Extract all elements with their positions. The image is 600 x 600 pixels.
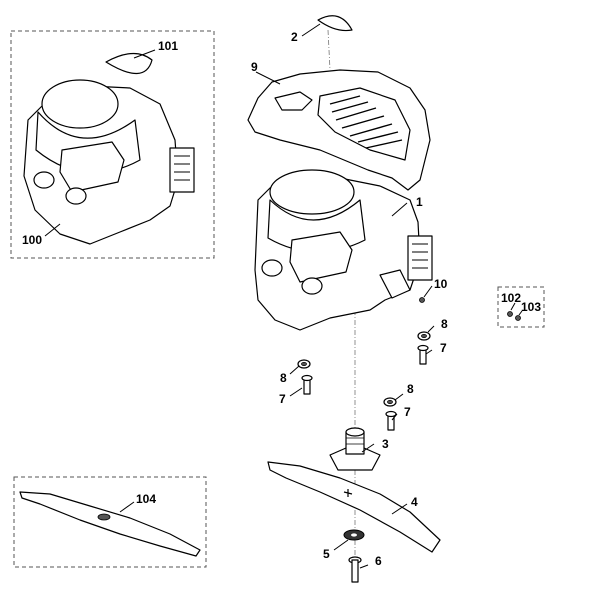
label-part-6: 6 bbox=[375, 554, 382, 568]
label-part-8-a: 8 bbox=[441, 317, 448, 331]
label-part-8-c: 8 bbox=[407, 382, 414, 396]
group-box-blade-variant bbox=[13, 476, 207, 568]
part-7-bolt-a bbox=[417, 344, 429, 365]
label-part-7-b: 7 bbox=[279, 392, 286, 406]
part-7-bolt-b bbox=[301, 374, 313, 395]
label-part-9: 9 bbox=[251, 60, 258, 74]
part-8-nut-a bbox=[417, 331, 431, 341]
label-part-5: 5 bbox=[323, 547, 330, 561]
label-part-4: 4 bbox=[411, 495, 418, 509]
part-6-blade-bolt bbox=[348, 556, 362, 583]
part-9-engine-cover bbox=[247, 69, 431, 191]
part-101-cap bbox=[105, 52, 153, 75]
label-part-104: 104 bbox=[136, 492, 156, 506]
assembly-axis-top bbox=[327, 29, 331, 71]
label-part-1: 1 bbox=[416, 195, 423, 209]
part-5-washer bbox=[343, 529, 365, 541]
part-1-engine bbox=[254, 169, 433, 331]
label-part-7-c: 7 bbox=[404, 405, 411, 419]
leader-lines bbox=[44, 23, 523, 569]
label-part-3: 3 bbox=[382, 437, 389, 451]
part-8-nut-b bbox=[297, 359, 311, 369]
part-2-cap bbox=[317, 15, 353, 32]
label-part-8-b: 8 bbox=[280, 371, 287, 385]
part-7-bolt-c bbox=[385, 410, 397, 431]
group-box-engine-variant bbox=[10, 30, 215, 259]
part-104-blade-variant bbox=[19, 491, 201, 557]
part-3-blade-adapter bbox=[329, 427, 381, 471]
part-10-screw bbox=[419, 297, 425, 303]
label-part-7-a: 7 bbox=[440, 341, 447, 355]
label-part-10: 10 bbox=[434, 277, 448, 291]
part-8-nut-c bbox=[383, 397, 397, 407]
part-4-blade bbox=[267, 461, 441, 553]
part-103-fastener bbox=[515, 315, 521, 321]
label-part-100: 100 bbox=[22, 233, 42, 247]
label-part-102: 102 bbox=[501, 291, 521, 305]
part-100-engine-variant bbox=[23, 79, 195, 245]
label-part-2: 2 bbox=[291, 30, 298, 44]
label-part-103: 103 bbox=[521, 300, 541, 314]
part-102-fastener bbox=[507, 311, 513, 317]
group-box-small-parts bbox=[497, 286, 545, 328]
label-part-101: 101 bbox=[158, 39, 178, 53]
